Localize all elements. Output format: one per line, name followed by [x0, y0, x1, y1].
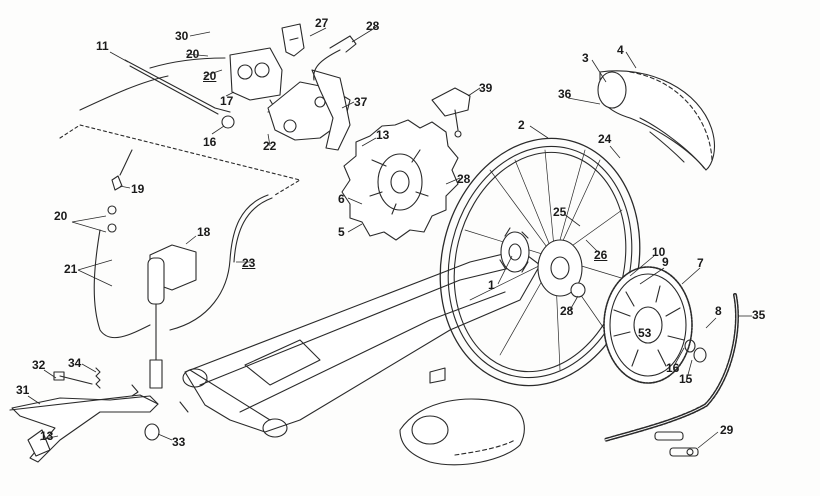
callout-19: 19: [131, 182, 145, 196]
callout-9: 9: [662, 255, 669, 269]
sprocket-7: [603, 266, 707, 384]
callout-20-lower: 20: [54, 209, 68, 223]
return-spring-34: [95, 367, 101, 389]
callout-31: 31: [16, 383, 30, 397]
callout-5: 5: [338, 225, 345, 239]
brake-disc-5: [341, 119, 459, 241]
callout-39: 39: [479, 81, 493, 95]
reservoir-hose-19: [93, 149, 151, 339]
callout-18: 18: [197, 225, 211, 239]
callout-2: 2: [518, 118, 525, 132]
callout-20-upper: 20: [186, 47, 200, 61]
callout-8: 8: [715, 304, 722, 318]
callout-4: 4: [617, 43, 624, 57]
callout-17: 17: [220, 94, 234, 108]
pivot-pin: [131, 384, 189, 413]
callout-24: 24: [598, 132, 612, 146]
pedal-bolt-32: [53, 371, 93, 385]
spacer-39: [431, 87, 471, 138]
callout-27: 27: [315, 16, 329, 30]
callout-13-nut: 13: [376, 128, 390, 142]
callout-16-sprocket: 16: [666, 361, 680, 375]
callout-10: 10: [652, 245, 666, 259]
drive-chain-35: [603, 293, 739, 442]
callout-37: 37: [354, 95, 368, 109]
callout-35: 35: [752, 308, 766, 322]
callout-15: 15: [679, 372, 693, 386]
callout-25: 25: [553, 205, 567, 219]
callout-28-sensor: 28: [366, 19, 380, 33]
brake-pads-27: [281, 23, 305, 57]
callout-28-bearing: 28: [560, 304, 574, 318]
callout-32: 32: [32, 358, 46, 372]
callout-7: 7: [697, 256, 704, 270]
master-cylinder-18: [147, 244, 197, 389]
callout-16-washer: 16: [203, 135, 217, 149]
callout-33: 33: [172, 435, 186, 449]
sensor-28: [313, 35, 357, 81]
tire-lower-view: [399, 398, 525, 466]
callout-26: 26: [594, 248, 608, 262]
bracket-37: [311, 69, 351, 151]
callout-30: 30: [175, 29, 189, 43]
hub-1: [499, 227, 530, 273]
callout-11: 11: [96, 39, 109, 53]
callout-1: 1: [488, 278, 495, 292]
callout-29: 29: [720, 423, 734, 437]
brake-pipe-11: [59, 57, 301, 196]
callout-3: 3: [582, 51, 589, 65]
callout-34: 34: [68, 356, 82, 370]
chain-link-29: [654, 431, 699, 457]
brake-hose-23: [169, 194, 273, 331]
callout-36: 36: [558, 87, 572, 101]
callout-28-spacer: 28: [457, 172, 471, 186]
callout-23: 23: [242, 256, 256, 270]
brake-pedal-31: [9, 394, 159, 463]
callout-21: 21: [64, 262, 78, 276]
callout-6: 6: [338, 192, 345, 206]
rear-tire-4: [597, 70, 715, 171]
washer-33: [144, 423, 160, 441]
callout-53: 53: [638, 326, 652, 340]
